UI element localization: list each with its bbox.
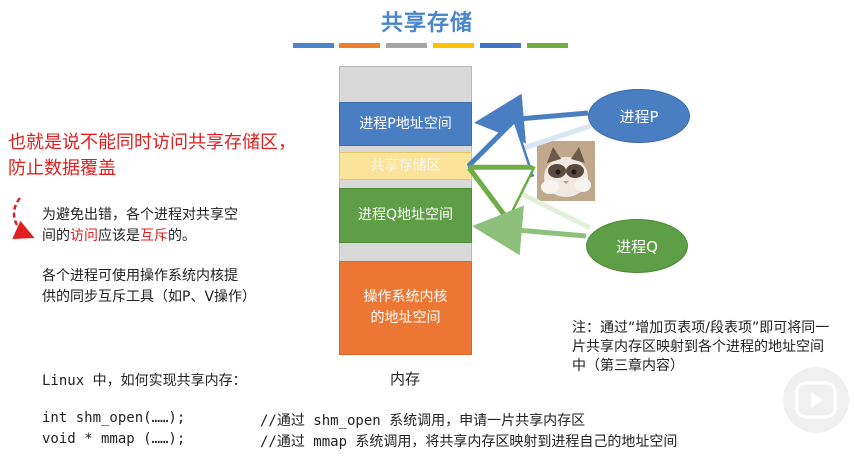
red-curve-arrow [12, 197, 35, 240]
sync-text: 各个进程可使用操作系统内核提 供的同步互斥工具（如P、V操作） [42, 266, 256, 308]
process-q-node: 进程Q [586, 219, 688, 273]
red-note-line: 防止数据覆盖 [8, 158, 116, 179]
sync-line: 供的同步互斥工具（如P、V操作） [42, 289, 257, 305]
memory-label: 内存 [390, 370, 421, 388]
segment-label: 进程P地址空间 [359, 115, 452, 132]
process-label: 进程Q [616, 237, 658, 256]
code-line-mmap: void * mmap (……); [42, 431, 186, 447]
play-button[interactable] [783, 367, 849, 433]
memory-segment-process-q: 进程Q地址空间 [339, 188, 472, 243]
code-comment-shm-open: //通过 shm_open 系统调用，申请一片共享内存区 [260, 413, 586, 429]
segment-label: 的地址空间 [370, 310, 441, 326]
mutex-line: 为避免出错，各个进程对共享空 [42, 207, 238, 223]
mutex-text: 为避免出错，各个进程对共享空 间的访问应该是互斥的。 [42, 205, 238, 247]
sync-line: 各个进程可使用操作系统内核提 [42, 268, 238, 284]
red-note-line: 也就是说不能同时访问共享存储区， [8, 132, 296, 153]
highlight-access: 访问 [70, 228, 98, 244]
highlight-mutex: 互斥 [140, 228, 168, 244]
memory-segment-process-p: 进程P地址空间 [339, 102, 472, 146]
segment-label: 操作系统内核 [363, 289, 448, 305]
title-color-bar-6 [527, 43, 568, 48]
linux-question: Linux 中，如何实现共享内存： [42, 373, 247, 389]
footnote: 注：通过“增加页表项/段表项”即可将同一片共享内存区映射到各个进程的地址空间中（… [572, 320, 830, 374]
play-icon [795, 381, 837, 419]
text-fragment: 间的 [42, 228, 70, 244]
segment-label: 进程Q地址空间 [357, 207, 454, 223]
code-comment-mmap: //通过 mmap 系统调用，将共享内存区映射到进程自己的地址空间 [260, 434, 678, 450]
text-fragment: 应该是 [98, 228, 140, 244]
memory-segment-os-kernel: 操作系统内核 的地址空间 [339, 261, 472, 355]
arrow-q-to-shared [482, 174, 592, 231]
arrow-p-to-shared [482, 126, 591, 162]
process-p-node: 进程P [588, 89, 690, 143]
memory-segment-shared: 共享存储区 [339, 152, 472, 180]
arrow-q-to-segment [472, 205, 587, 256]
title-color-bar-5 [480, 43, 521, 48]
text-fragment: 的。 [168, 228, 196, 244]
page-title: 共享存储 [380, 11, 473, 36]
cat-meme-image [537, 141, 595, 201]
title-color-bar-2 [339, 43, 380, 48]
title-color-bar-3 [386, 43, 427, 48]
segment-label: 共享存储区 [370, 157, 441, 174]
code-line-shm-open: int shm_open(……); [42, 410, 186, 426]
arrow-p-to-segment [474, 93, 589, 144]
title-color-bar-1 [293, 43, 334, 48]
mutex-line: 间的访问应该是互斥的。 [42, 226, 238, 247]
process-label: 进程P [619, 107, 659, 126]
title-color-bar-4 [433, 43, 474, 48]
red-note: 也就是说不能同时访问共享存储区， 防止数据覆盖 [8, 130, 296, 182]
